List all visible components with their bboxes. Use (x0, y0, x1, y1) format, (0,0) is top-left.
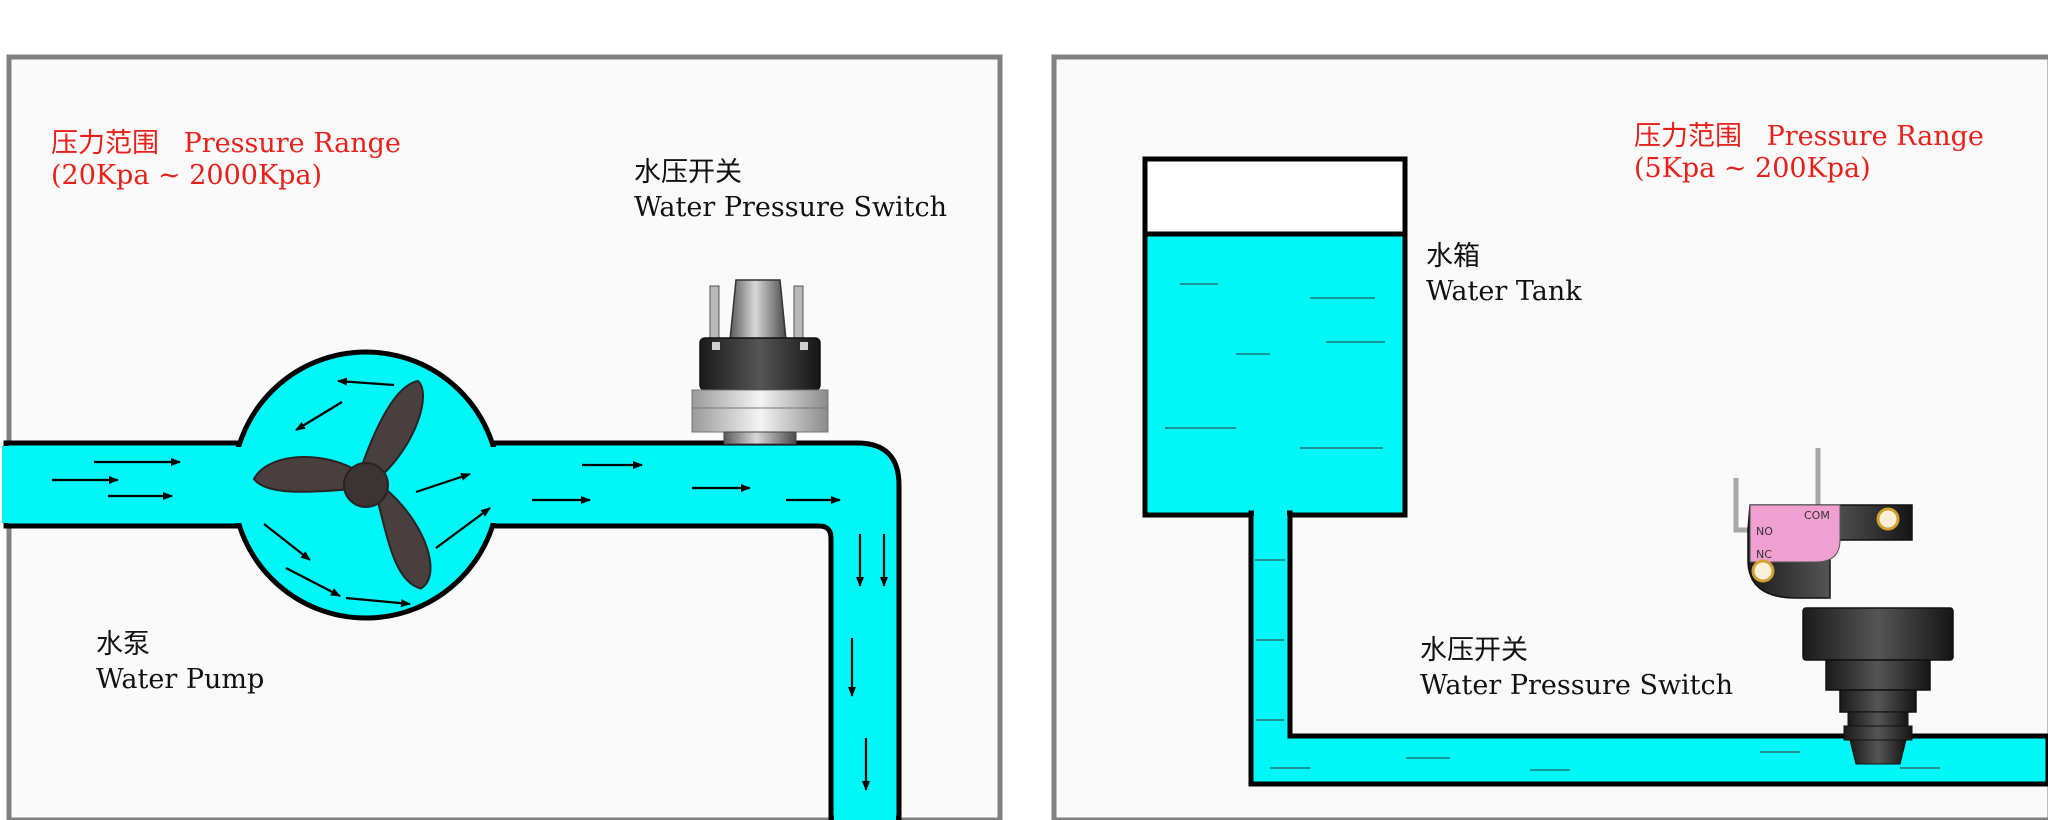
right-switch-label-en: Water Pressure Switch (1420, 670, 1733, 701)
tank-pipe (1248, 510, 2048, 787)
left-range-label-cn: 压力范围 (51, 128, 159, 159)
mount-hole-top (1876, 507, 1900, 531)
pressure-switch-right: COM NO NC (1733, 448, 1954, 765)
water-tank-air (1142, 156, 1408, 237)
left-switch-label-cn: 水压开关 (634, 157, 742, 188)
right-panel: COM NO NC 压力范围 Pressure Range (5Kpa ~ 20… (1051, 54, 2048, 820)
pump-label-en: Water Pump (96, 664, 264, 695)
right-range-label-cn: 压力范围 (1634, 121, 1742, 152)
svg-text:压力范围 Pressure Range: 压力范围 Pressure Range (1634, 121, 1984, 152)
terminal-nc-label: NC (1756, 548, 1772, 561)
mount-hole-bottom (1751, 559, 1775, 583)
pressure-switch-left (691, 279, 829, 445)
right-switch-label-cn: 水压开关 (1420, 635, 1528, 666)
inlet-pipe (3, 440, 263, 529)
right-range-value: (5Kpa ~ 200Kpa) (1634, 153, 1871, 184)
left-range-label-en: Pressure Range (184, 128, 401, 159)
water-texture (1165, 283, 1940, 771)
tank-label-cn: 水箱 (1426, 241, 1480, 272)
left-range-value: (20Kpa ~ 2000Kpa) (51, 160, 322, 191)
terminal-no-label: NO (1756, 525, 1773, 538)
pump-label-cn: 水泵 (96, 629, 150, 660)
left-switch-label-en: Water Pressure Switch (634, 192, 947, 223)
right-range-label-en: Pressure Range (1767, 121, 1984, 152)
flow-arrows-left (52, 377, 888, 791)
water-tank-water (1142, 231, 1408, 518)
terminal-com-label: COM (1804, 509, 1830, 522)
tank-label-en: Water Tank (1426, 276, 1582, 307)
impeller-icon (252, 379, 432, 590)
svg-text:压力范围 Pressure Range: 压力范围 Pressure Range (51, 128, 401, 159)
left-panel: 压力范围 Pressure Range (20Kpa ~ 2000Kpa) 水压… (2, 54, 1003, 820)
